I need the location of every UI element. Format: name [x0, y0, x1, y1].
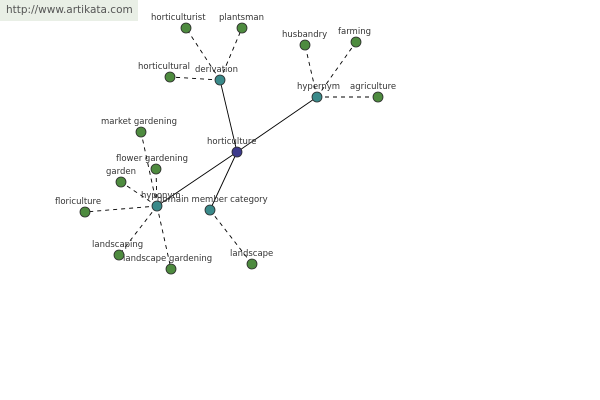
node-label-garden: garden	[106, 167, 136, 177]
node-flower-gardening[interactable]	[150, 163, 162, 175]
node-landscape-gardening[interactable]	[165, 263, 177, 275]
graph-edges	[84, 27, 378, 270]
node-plantsman[interactable]	[236, 22, 248, 34]
node-label-farming: farming	[338, 27, 371, 37]
node-label-horticultural: horticultural	[138, 62, 190, 72]
edge-hypernym1-husbandry	[304, 44, 318, 98]
node-horticulturist[interactable]	[180, 22, 192, 34]
node-label-floriculture: floriculture	[55, 197, 101, 207]
node-label-hypernym1: hypernym	[297, 82, 340, 92]
edge-hypernym1-farming	[316, 41, 357, 98]
node-hypernym1[interactable]	[311, 91, 323, 103]
node-label-market-gardening: market gardening	[101, 117, 177, 127]
node-label-husbandry: husbandry	[282, 30, 327, 40]
node-landscape[interactable]	[246, 258, 258, 270]
graph-labels: horticulture derivation hypernym hyponymdom…	[55, 13, 396, 264]
node-label-domain: domain member category	[157, 195, 268, 205]
site-url-text: http://www.artikata.com	[6, 4, 133, 16]
edge-derivation-horticulturist	[185, 27, 221, 81]
node-market-gardening[interactable]	[135, 126, 147, 138]
node-label-horticulture: horticulture	[207, 137, 256, 147]
node-label-derivation: derivation	[195, 65, 238, 75]
node-label-landscaping: landscaping	[92, 240, 143, 250]
edge-derivation-horticultural	[169, 76, 221, 81]
site-url-watermark: http://www.artikata.com	[0, 0, 138, 21]
edge-hyponym-landscape_gardening	[156, 205, 172, 270]
node-label-horticulturist: horticulturist	[151, 13, 206, 23]
node-label-agriculture: agriculture	[350, 82, 396, 92]
edge-hyponym-landscaping	[118, 205, 158, 256]
node-horticulture[interactable]	[231, 146, 243, 158]
node-husbandry[interactable]	[299, 39, 311, 51]
node-horticultural[interactable]	[164, 71, 176, 83]
node-garden[interactable]	[115, 176, 127, 188]
graph-nodes	[79, 22, 384, 275]
edge-hyponym-flower_gardening	[155, 168, 158, 207]
edge-horticulture-derivation	[219, 79, 238, 153]
edge-horticulture-domain	[209, 151, 238, 211]
node-label-hyponym: hyponym	[141, 191, 181, 201]
edge-horticulture-hypernym1	[236, 96, 318, 153]
edge-horticulture-hyponym	[156, 151, 238, 207]
edge-domain-landscape	[209, 209, 253, 265]
edge-derivation-plantsman	[219, 27, 243, 81]
node-derivation[interactable]	[214, 74, 226, 86]
node-domain[interactable]	[204, 204, 216, 216]
node-label-landscape: landscape	[230, 249, 273, 259]
node-label-landscape-gardening: landscape gardening	[123, 254, 212, 264]
node-floriculture[interactable]	[79, 206, 91, 218]
node-agriculture[interactable]	[372, 91, 384, 103]
node-label-plantsman: plantsman	[219, 13, 264, 23]
node-hyponym[interactable]	[151, 200, 163, 212]
node-label-flower-gardening: flower gardening	[116, 154, 188, 164]
node-farming[interactable]	[350, 36, 362, 48]
node-landscaping[interactable]	[113, 249, 125, 261]
